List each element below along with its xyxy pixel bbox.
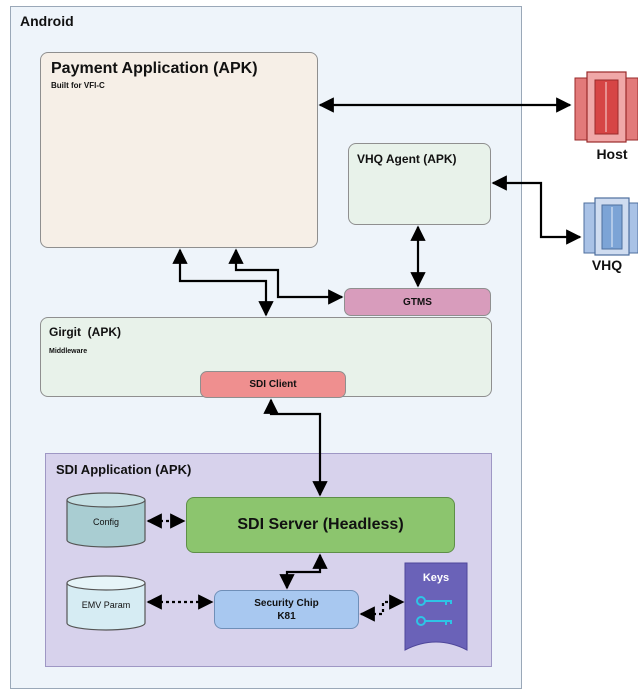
- gtms-box[interactable]: GTMS: [344, 288, 491, 316]
- girgit-subtitle: Middleware: [49, 348, 88, 355]
- key-icon: [416, 616, 452, 626]
- config-label: Config: [93, 517, 119, 527]
- payment-girgit-connector: [172, 248, 274, 317]
- emv-param-database[interactable]: EMV Param: [66, 575, 146, 631]
- keys-label: Keys: [423, 572, 449, 584]
- config-database[interactable]: Config: [66, 492, 146, 548]
- payment-gtms-connector: [228, 248, 344, 305]
- host-server-icon: [574, 71, 638, 143]
- emv-param-label: EMV Param: [82, 600, 131, 610]
- security-chip-box[interactable]: Security Chip K81: [214, 590, 359, 629]
- sdi-server-box[interactable]: SDI Server (Headless): [186, 497, 455, 553]
- key-icon: [416, 596, 452, 606]
- payment-application-title: Payment Application (APK): [51, 60, 258, 77]
- keys-document[interactable]: Keys: [404, 562, 468, 651]
- payment-application-subtitle: Built for VFI-C: [51, 81, 105, 90]
- sdiserver-securitychip-connector: [279, 553, 328, 590]
- vhq-label: VHQ: [592, 257, 622, 273]
- android-label: Android: [20, 13, 74, 29]
- vhq-agent-title: VHQ Agent (APK): [357, 152, 457, 166]
- vhq-agent-box[interactable]: VHQ Agent (APK): [348, 143, 491, 225]
- vhqagent-vhq-connector: [491, 175, 582, 245]
- vhq-server-icon: [583, 197, 638, 256]
- sdiclient-sdiserver-connector: [263, 398, 328, 497]
- host-label: Host: [596, 146, 627, 162]
- sdi-application-title: SDI Application (APK): [56, 462, 192, 477]
- girgit-title: Girgit (APK): [49, 325, 121, 339]
- sdi-client-box[interactable]: SDI Client: [200, 371, 346, 398]
- security-chip-line1: Security Chip: [254, 597, 319, 609]
- payment-application-box[interactable]: Payment Application (APK) Built for VFI-…: [40, 52, 318, 248]
- security-chip-line2: K81: [277, 610, 296, 622]
- securitychip-keys-connector: [359, 594, 405, 622]
